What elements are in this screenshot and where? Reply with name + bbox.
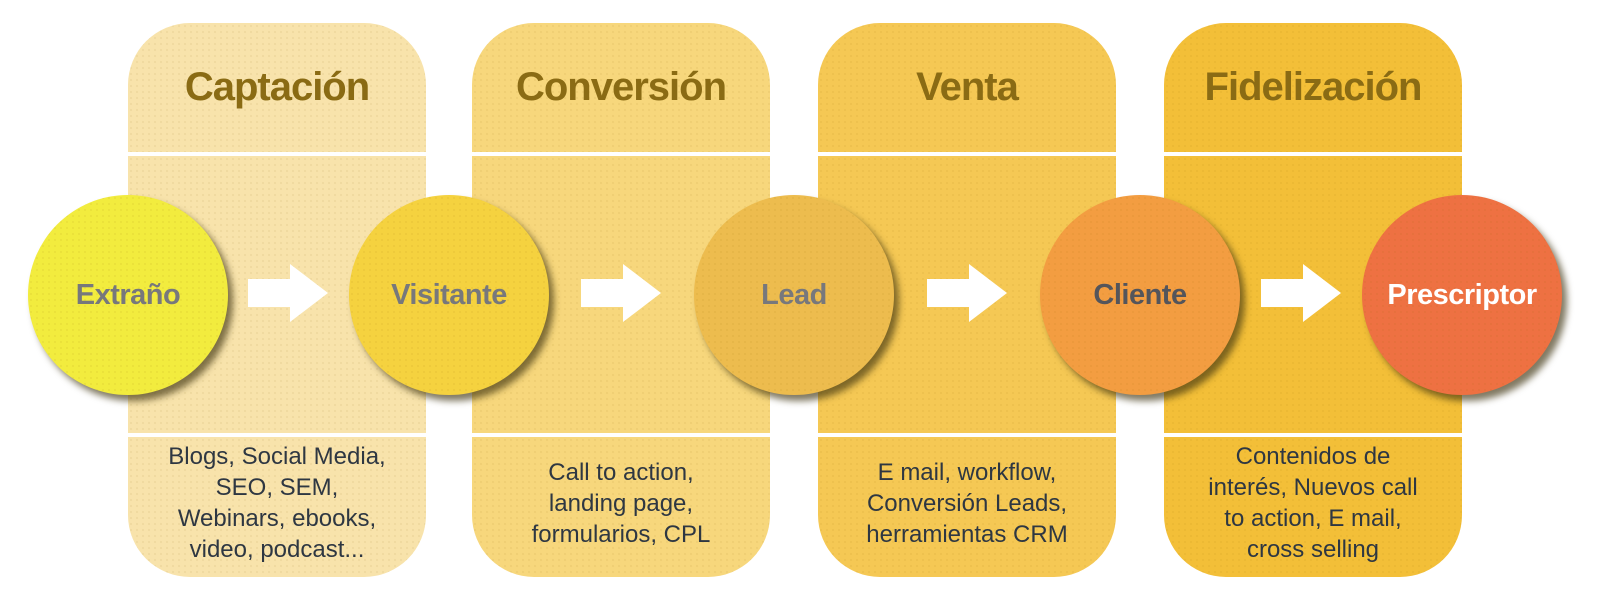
actor-cliente-label: Cliente xyxy=(1093,278,1187,311)
stage-captacion-tools: Blogs, Social Media, SEO, SEM, Webinars,… xyxy=(128,437,426,577)
arrow-right-shape xyxy=(1261,264,1341,322)
stage-venta-header: Venta xyxy=(818,23,1116,152)
arrow-right-icon xyxy=(248,264,328,322)
actor-cliente: Cliente xyxy=(1040,195,1240,395)
tool-line: herramientas CRM xyxy=(866,520,1068,548)
tool-line: Blogs, Social Media, xyxy=(168,443,386,470)
stage-conversion-header: Conversión xyxy=(472,23,770,152)
stage-captacion-title: Captación xyxy=(184,65,370,109)
arrow-right-icon xyxy=(581,264,661,322)
arrow-right-shape xyxy=(581,264,661,322)
actor-extrano: Extraño xyxy=(28,195,228,395)
stage-captacion-header: Captación xyxy=(128,23,426,152)
tool-line: SEO, SEM, xyxy=(215,474,339,501)
tool-line: E mail, workflow, xyxy=(877,458,1057,486)
tool-line: Conversión Leads, xyxy=(866,489,1068,517)
actor-visitante-label: Visitante xyxy=(391,278,507,311)
tool-line: interés, Nuevos call xyxy=(1208,474,1418,501)
arrow-right-icon xyxy=(1261,264,1341,322)
arrow-right-shape xyxy=(248,264,328,322)
tool-line: Call to action, xyxy=(548,458,694,486)
actor-prescriptor-label: Prescriptor xyxy=(1387,278,1537,311)
stage-venta-title: Venta xyxy=(916,65,1019,109)
tool-line: to action, E mail, xyxy=(1224,505,1402,532)
tool-line: video, podcast... xyxy=(189,536,365,563)
stage-fidelizacion-title: Fidelización xyxy=(1204,65,1423,109)
arrow-right-shape xyxy=(927,264,1007,322)
tool-line: Contenidos de xyxy=(1235,443,1391,470)
stage-conversion-tools: Call to action, landing page, formulario… xyxy=(472,437,770,577)
actor-prescriptor: Prescriptor xyxy=(1362,195,1562,395)
tool-line: Webinars, ebooks, xyxy=(177,505,377,532)
actor-extrano-label: Extraño xyxy=(75,278,181,311)
tool-line: landing page, xyxy=(548,489,694,517)
arrow-right-icon xyxy=(927,264,1007,322)
stage-fidelizacion-header: Fidelización xyxy=(1164,23,1462,152)
actor-visitante: Visitante xyxy=(349,195,549,395)
tool-line: cross selling xyxy=(1246,536,1380,563)
stage-venta-tools: E mail, workflow, Conversión Leads, herr… xyxy=(818,437,1116,577)
stage-conversion-title: Conversión xyxy=(515,65,727,109)
actor-lead: Lead xyxy=(694,195,894,395)
stage-fidelizacion-tools: Contenidos de interés, Nuevos call to ac… xyxy=(1164,437,1462,577)
tool-line: formularios, CPL xyxy=(531,520,711,548)
actor-lead-label: Lead xyxy=(761,278,827,311)
